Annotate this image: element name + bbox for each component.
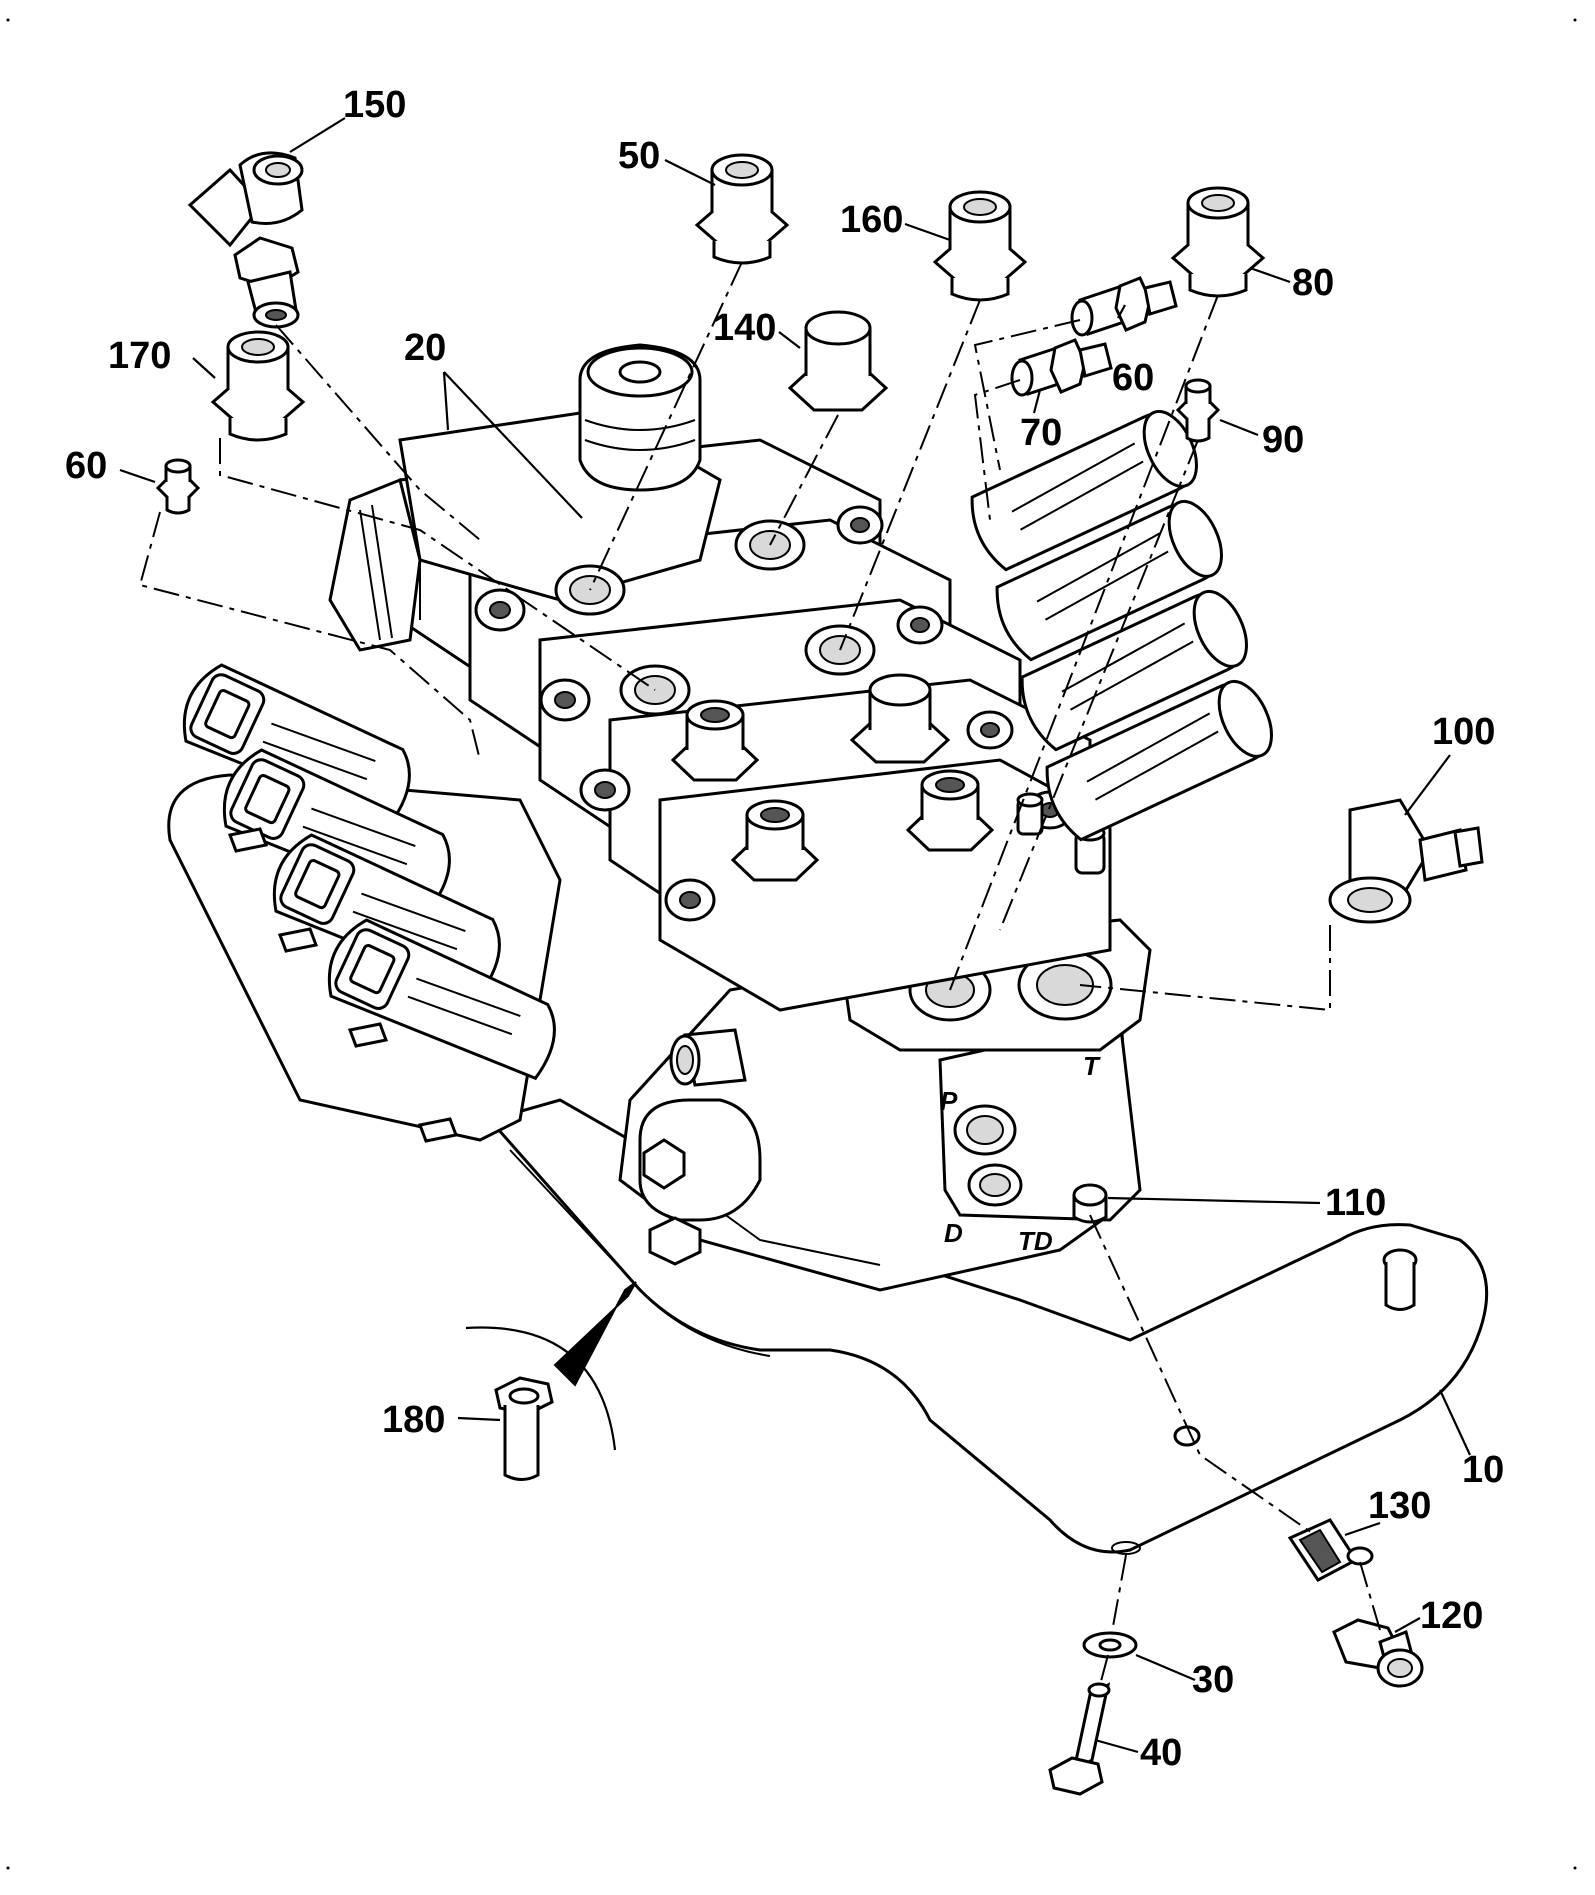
leader-lines <box>119 117 1471 1754</box>
part-30-washer <box>1082 1631 1138 1659</box>
part-180-bolt <box>494 1376 554 1481</box>
part-40-bolt <box>1048 1682 1111 1796</box>
callout-130: 130 <box>1368 1485 1431 1527</box>
port-t-marking: T <box>1083 1051 1101 1081</box>
assembly-centerlines <box>138 261 1381 1686</box>
part-130-orifice <box>1287 1518 1374 1582</box>
part-50-fitting <box>694 153 790 265</box>
part-100-elbow <box>1328 798 1484 924</box>
callout-160: 160 <box>840 199 903 241</box>
part-90-fitting <box>1175 378 1221 443</box>
callout-60-right: 60 <box>1112 357 1154 399</box>
callout-110: 110 <box>1325 1182 1386 1224</box>
callout-10: 10 <box>1462 1449 1504 1491</box>
callout-100: 100 <box>1432 711 1495 753</box>
part-120-fitting <box>1332 1618 1424 1688</box>
callout-labels: 150 50 160 80 20 140 170 60 70 90 60 100… <box>65 84 1504 1774</box>
part-70-adapter <box>1010 338 1113 397</box>
callout-50: 50 <box>618 135 660 177</box>
callout-170: 170 <box>108 335 171 377</box>
callout-60-left: 60 <box>65 445 107 487</box>
callout-120: 120 <box>1420 1595 1483 1637</box>
corner-marks <box>6 18 1577 1870</box>
callout-40: 40 <box>1140 1732 1182 1774</box>
port-td-marking: TD <box>1018 1226 1053 1256</box>
part-160-fitting <box>932 190 1028 302</box>
part-60-left-fitting <box>155 458 201 515</box>
callout-90: 90 <box>1262 419 1304 461</box>
part-80-fitting <box>1170 186 1266 298</box>
callout-150: 150 <box>343 84 406 126</box>
detail-view <box>465 1281 637 1451</box>
callout-70: 70 <box>1020 412 1062 454</box>
actuator-block <box>328 343 722 652</box>
part-170-fitting <box>210 330 306 442</box>
callout-140: 140 <box>713 307 776 349</box>
port-markings: P T D TD <box>940 1051 1101 1256</box>
part-150-elbow <box>187 151 304 329</box>
solenoid-coils-left <box>167 663 562 1143</box>
part-110-plug <box>1072 1183 1108 1224</box>
part-60-right-adapter <box>1070 276 1178 337</box>
port-d-marking: D <box>944 1218 963 1248</box>
part-140-plug <box>787 310 889 412</box>
callout-180: 180 <box>382 1399 445 1441</box>
callout-20: 20 <box>404 327 446 369</box>
callout-30: 30 <box>1192 1659 1234 1701</box>
callout-80: 80 <box>1292 262 1334 304</box>
installed-fittings <box>669 673 1106 1087</box>
port-p-marking: P <box>940 1086 958 1116</box>
